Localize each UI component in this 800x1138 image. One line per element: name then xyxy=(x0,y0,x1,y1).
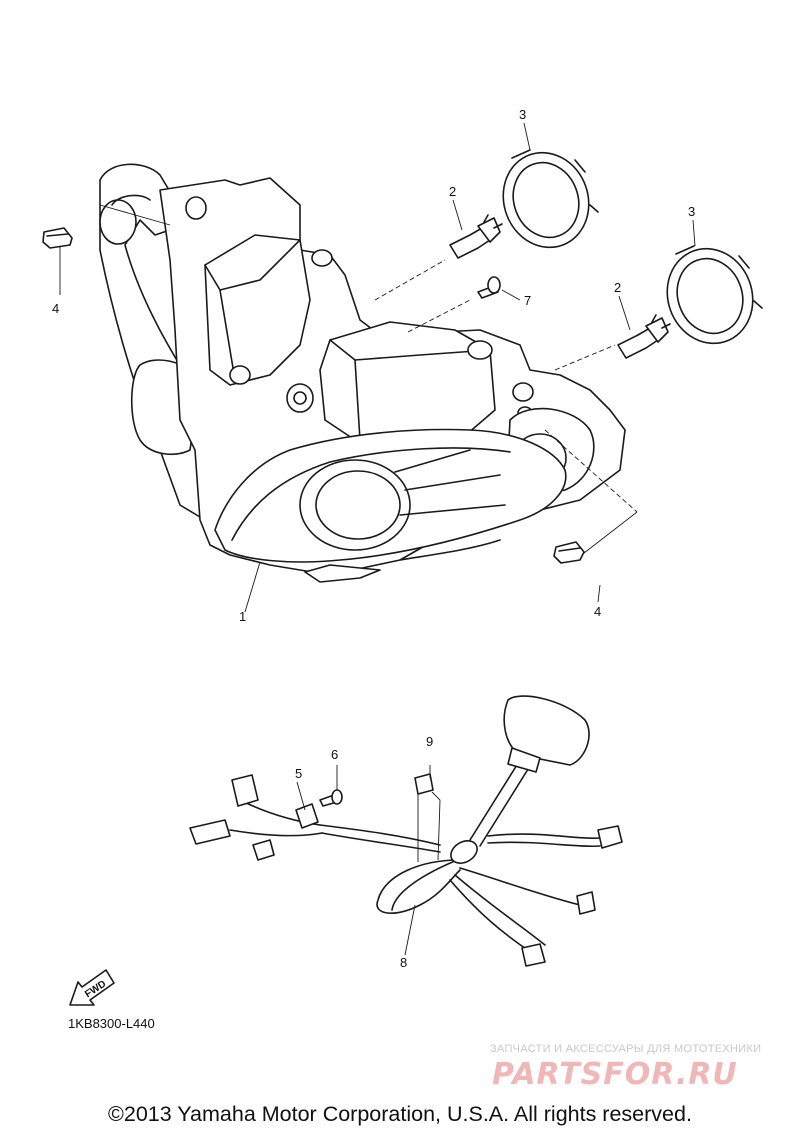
headlight-assembly xyxy=(99,163,626,583)
screw-part-7 xyxy=(477,276,521,301)
bulb-part-2-lower xyxy=(617,314,671,359)
bulb-part-2-upper xyxy=(449,214,503,259)
callout-4-right: 4 xyxy=(594,604,601,619)
watermark-logo: PARTSFOR.RU xyxy=(492,1057,738,1092)
clip-part-4-right xyxy=(553,541,585,564)
clip-part-4-left xyxy=(42,227,73,249)
callout-6: 6 xyxy=(331,747,338,762)
callout-2-lower: 2 xyxy=(614,280,621,295)
screw-part-6 xyxy=(319,765,343,807)
fwd-arrow-icon: FWD xyxy=(69,969,115,1006)
callout-9: 9 xyxy=(426,734,433,749)
watermark-tagline: ЗАПЧАСТИ И АКСЕССУАРЫ ДЛЯ МОТОТЕХНИКИ xyxy=(490,1043,762,1055)
callout-3-upper: 3 xyxy=(519,107,526,122)
callout-leaders xyxy=(452,122,696,603)
assembly-dash-leaders xyxy=(59,204,638,613)
callout-2-upper: 2 xyxy=(449,184,456,199)
callout-8: 8 xyxy=(400,955,407,970)
bracket-part-9 xyxy=(414,765,441,862)
callout-5: 5 xyxy=(295,766,302,781)
ring-part-3-upper xyxy=(502,149,599,249)
callout-4-left: 4 xyxy=(52,301,59,316)
callout-1: 1 xyxy=(239,609,246,624)
holder-part-5 xyxy=(296,781,306,811)
callout-3-lower: 3 xyxy=(688,204,695,219)
callout-7: 7 xyxy=(524,293,531,308)
harness-leaders xyxy=(404,904,416,956)
ring-part-3-lower xyxy=(666,245,763,345)
wire-harness xyxy=(189,695,623,967)
copyright-notice: ©2013 Yamaha Motor Corporation, U.S.A. A… xyxy=(108,1102,692,1126)
reference-code: 1KB8300-L440 xyxy=(68,1016,155,1031)
